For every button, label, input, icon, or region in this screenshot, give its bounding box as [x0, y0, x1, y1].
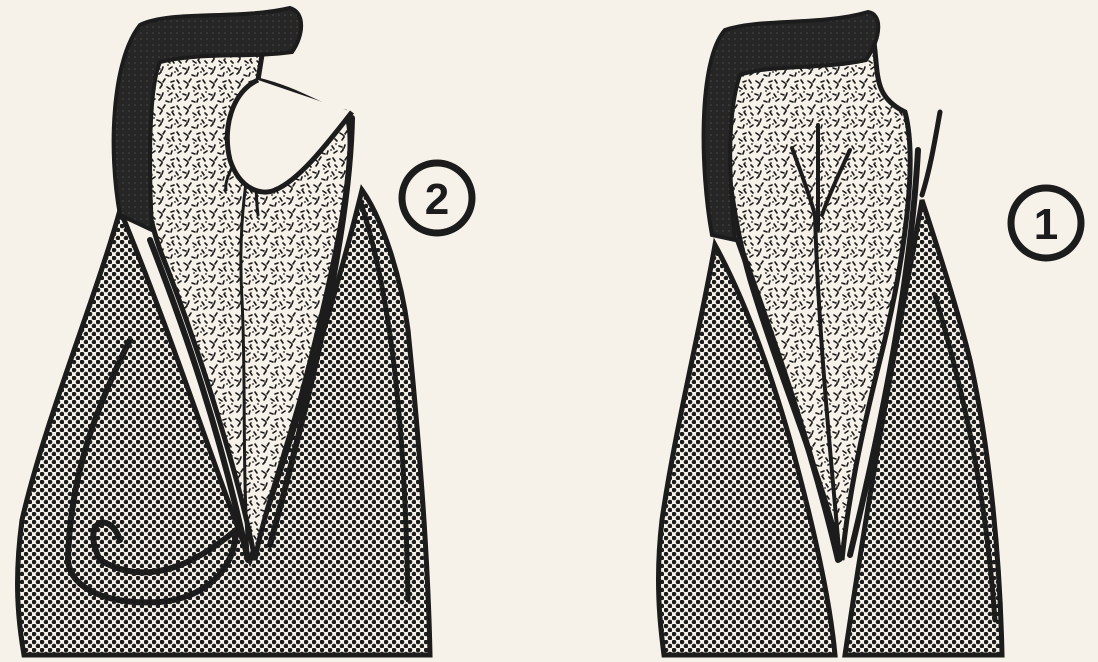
panel-2-number-label: 2 [425, 175, 449, 224]
panel-1-fracture-spur [922, 112, 940, 195]
panel-2-number-badge: 2 [402, 163, 472, 233]
panel-1-number-badge: 1 [1011, 188, 1081, 258]
panel-1-number-label: 1 [1034, 200, 1058, 249]
panel-1-tooth-diagram [658, 12, 1002, 655]
panel-2-tooth-diagram [18, 8, 430, 655]
